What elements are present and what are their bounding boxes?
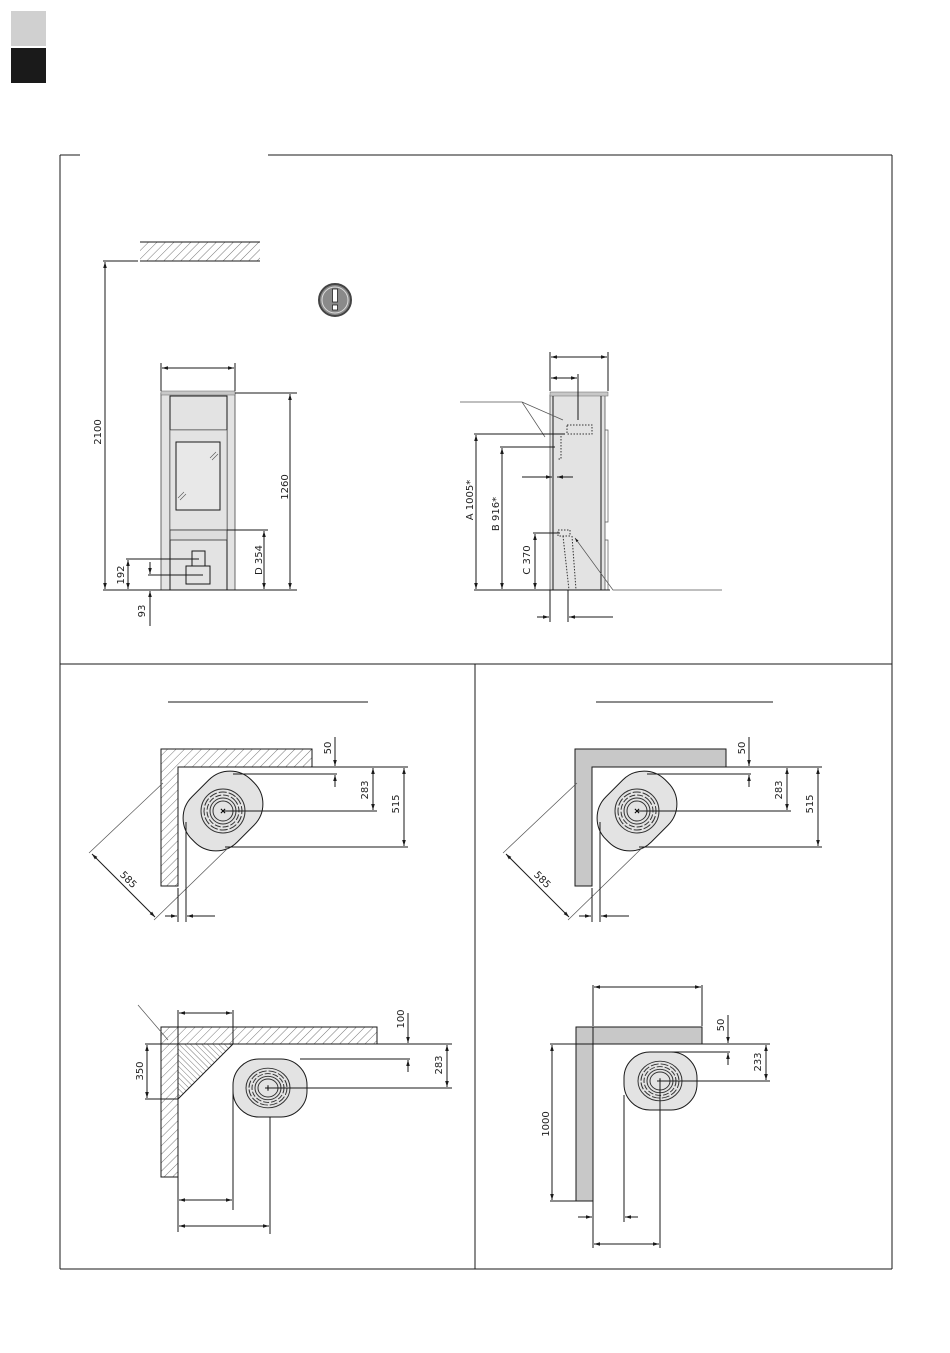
dim-283: 283 (360, 780, 371, 799)
dim-585: 585 (531, 870, 552, 891)
drawing-frame (59, 154, 893, 1270)
dim-1260: 1260 (280, 474, 291, 499)
dim-d-354: D 354 (254, 545, 265, 575)
wall-install-hatched: 100 283 350 (135, 1004, 452, 1234)
dim-283: 283 (434, 1055, 445, 1074)
side-view: A 1005* B 916* C 370 (460, 352, 722, 622)
page-tab-light (11, 11, 46, 46)
dim-c-370: C 370 (522, 545, 533, 574)
corner-install-hatched: 50 283 515 585 (88, 701, 408, 922)
exclamation-circle-icon (318, 283, 352, 317)
front-view: 2100 1260 D 354 (93, 241, 352, 626)
dim-100: 100 (396, 1009, 407, 1028)
corner-protection-triangle (177, 1043, 235, 1101)
dim-50: 50 (737, 742, 748, 755)
stove-front (160, 390, 236, 591)
dim-585: 585 (117, 870, 138, 891)
dim-350: 350 (135, 1061, 146, 1080)
dim-233: 233 (753, 1052, 764, 1071)
dim-b-916: B 916* (491, 497, 502, 531)
dim-a-1005: A 1005* (465, 480, 476, 520)
dim-2100: 2100 (93, 419, 104, 444)
dim-1000: 1000 (541, 1111, 552, 1136)
dim-93: 93 (137, 605, 148, 618)
ceiling-hatch (140, 242, 260, 261)
page-tab-dark (11, 48, 46, 83)
dim-192: 192 (116, 565, 127, 584)
wall-gray (574, 748, 727, 887)
corner-install-gray: 50 283 515 585 (502, 701, 822, 922)
wall-install-gray: 50 233 1000 (541, 985, 770, 1248)
dim-515: 515 (391, 794, 402, 813)
wall-gray (575, 1026, 703, 1202)
dim-515: 515 (805, 794, 816, 813)
dim-50: 50 (323, 742, 334, 755)
wall-hatched (160, 748, 313, 887)
dim-50: 50 (716, 1019, 727, 1032)
dim-283: 283 (774, 780, 785, 799)
